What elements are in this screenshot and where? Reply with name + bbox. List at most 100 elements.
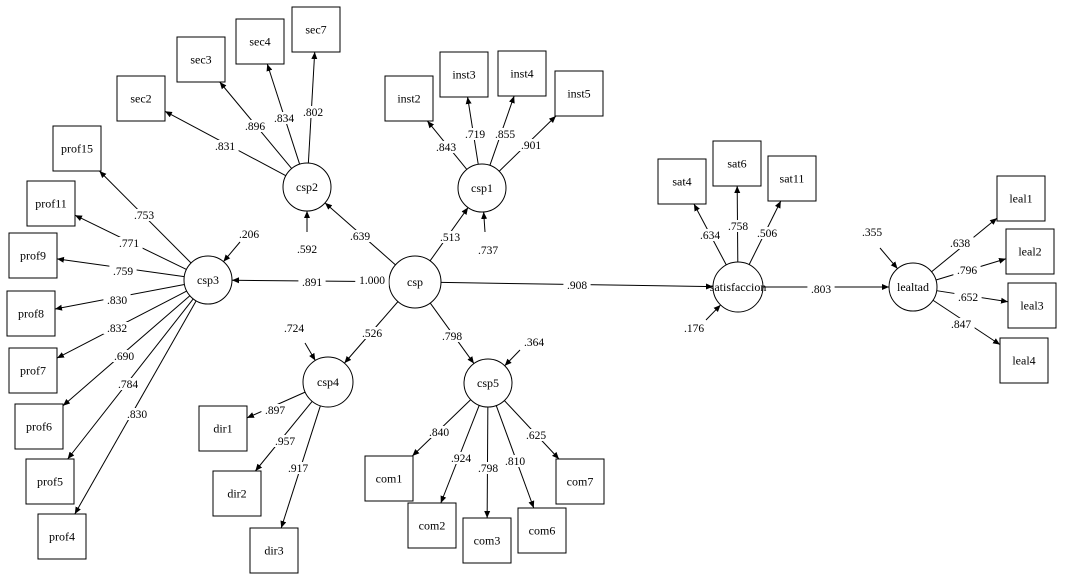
- node-label-com3: com3: [474, 534, 501, 548]
- coef-csp3-prof4-bg: [123, 408, 151, 420]
- indicator-box-sat6: sat6: [712, 140, 762, 187]
- coef-csp3-prof9-group: .759: [109, 265, 137, 278]
- latent-circle-csp2: [282, 162, 332, 212]
- disturbance-csp1: .737: [478, 245, 498, 257]
- indicator-rect-leal1: [996, 175, 1046, 222]
- disturbance-csp4-bg: [280, 322, 308, 334]
- coef-csp2-sec4: .834: [274, 113, 294, 125]
- coef-csp3-prof15-group: .753: [130, 209, 158, 222]
- node-label-prof8: prof8: [18, 307, 44, 321]
- coef-csp2-sec4-group: .834: [270, 112, 298, 125]
- node-label-inst3: inst3: [452, 68, 475, 82]
- latent-node-csp5: csp5: [463, 358, 513, 408]
- indicator-box-inst3: inst3: [439, 51, 489, 98]
- coef-csp1-inst5-bg: [517, 139, 545, 151]
- coef-satisfaccion-sat6: .758: [728, 221, 748, 233]
- coef-csp5-com7: .625: [526, 430, 546, 442]
- coef-csp3-prof11-bg: [115, 237, 143, 249]
- indicator-rect-sec4: [235, 18, 285, 65]
- disturbance-csp3-group: .206: [235, 228, 263, 241]
- indicator-rect-dir3: [249, 527, 299, 574]
- coef-csp-csp4-group: .526: [358, 327, 386, 340]
- latent-circle-csp3: [183, 255, 233, 305]
- latent-node-csp: csp: [388, 255, 442, 309]
- indicator-rect-sec2: [116, 75, 166, 122]
- coef-lealtad-leal1-group: .638: [946, 237, 974, 250]
- indicator-box-prof11: prof11: [26, 180, 76, 227]
- latent-circle-csp5: [463, 358, 513, 408]
- disturbance-arrow-csp3: [223, 241, 241, 262]
- node-label-dir3: dir3: [264, 544, 283, 558]
- coef-csp2-sec7-bg: [299, 106, 327, 118]
- coef-satisfaccion-sat11-bg: [753, 227, 781, 239]
- indicator-box-sec3: sec3: [176, 36, 226, 83]
- node-label-dir2: dir2: [227, 487, 246, 501]
- coef-csp4-dir2: .957: [275, 436, 295, 448]
- latent-circle-csp4: [302, 356, 354, 408]
- coef-csp-csp1: .513: [440, 232, 460, 244]
- indicator-rect-prof6: [14, 403, 64, 450]
- disturbance-lealtad: .355: [862, 227, 882, 239]
- coef-csp5-com2-bg: [447, 452, 475, 464]
- coef-csp1-inst4-group: .855: [491, 128, 519, 141]
- indicator-rect-sec3: [176, 36, 226, 83]
- indicator-box-dir3: dir3: [249, 527, 299, 574]
- indicator-rect-prof7: [8, 347, 58, 394]
- indicator-box-leal4: leal4: [999, 337, 1049, 384]
- coef-csp3-prof7-group: .832: [103, 322, 131, 335]
- coef-csp3-prof11: .771: [119, 238, 139, 250]
- coef-csp3-prof7: .832: [107, 323, 127, 335]
- coef-csp-satisfaccion: .908: [567, 280, 587, 292]
- node-label-csp3: csp3: [197, 273, 219, 287]
- disturbance-satisfaccion-group: .176: [680, 322, 708, 335]
- coef-csp3-prof4-group: .830: [123, 408, 151, 421]
- node-label-sat6: sat6: [727, 157, 746, 171]
- coef-csp5-com2: .924: [451, 453, 471, 465]
- indicator-rect-inst4: [497, 50, 547, 97]
- node-label-csp: csp: [407, 275, 423, 289]
- indicator-rect-com7: [555, 458, 605, 505]
- coef-csp4-dir1: .897: [265, 405, 285, 417]
- latent-node-csp4: csp4: [302, 356, 354, 408]
- disturbance-arrow-csp1: [481, 211, 488, 233]
- coef-lealtad-leal4-group: .847: [947, 318, 975, 331]
- disturbance-csp1-group: .737: [474, 244, 502, 257]
- coef-csp-csp3-bg: [298, 276, 326, 288]
- disturbance-arrow-lealtad: [879, 247, 898, 270]
- indicator-box-sec2: sec2: [116, 75, 166, 122]
- coef-csp2-sec3-group: .896: [241, 120, 269, 133]
- disturbance-arrow-csp4: [304, 342, 316, 361]
- node-label-prof11: prof11: [35, 197, 67, 211]
- coef-csp3-prof9-bg: [109, 265, 137, 277]
- node-label-leal2: leal2: [1018, 245, 1041, 259]
- coef-satisfaccion-sat4: .634: [700, 230, 720, 242]
- coef-csp4-dir3: .917: [288, 463, 308, 475]
- coef-csp3-prof6-group: .690: [110, 350, 138, 363]
- latent-node-csp2: csp2: [282, 162, 332, 212]
- path-csp3-to-prof4: [74, 300, 197, 515]
- coef-csp3-prof11-group: .771: [115, 237, 143, 250]
- note-csp-group: 1.000: [355, 274, 389, 287]
- coef-csp4-dir3-group: .917: [284, 462, 312, 475]
- disturbance-csp3-bg: [235, 228, 263, 240]
- node-label-com1: com1: [376, 472, 403, 486]
- node-label-sec2: sec2: [130, 92, 151, 106]
- coef-csp1-inst3: .719: [465, 129, 485, 141]
- indicator-box-inst4: inst4: [497, 50, 547, 97]
- coef-satisfaccion-sat6-group: .758: [724, 220, 752, 233]
- coef-csp1-inst4: .855: [495, 129, 515, 141]
- coef-satisfaccion-sat11-group: .506: [753, 227, 781, 240]
- disturbance-csp5-bg: [520, 336, 548, 348]
- coef-csp5-com1-group: .840: [425, 426, 453, 439]
- coef-csp3-prof15-bg: [130, 209, 158, 221]
- coef-lealtad-leal3: .652: [958, 292, 978, 304]
- coef-csp1-inst2-group: .843: [432, 141, 460, 154]
- coef-csp-satisfaccion-bg: [563, 279, 591, 291]
- indicator-rect-leal3: [1007, 282, 1057, 329]
- coef-lealtad-leal1-bg: [946, 237, 974, 249]
- disturbance-csp2-group: .592: [293, 243, 321, 256]
- indicator-rect-sat4: [657, 158, 707, 205]
- latent-circle-csp: [388, 255, 442, 309]
- latent-node-lealtad: lealtad: [888, 262, 938, 312]
- coef-csp5-com3: .798: [478, 463, 498, 475]
